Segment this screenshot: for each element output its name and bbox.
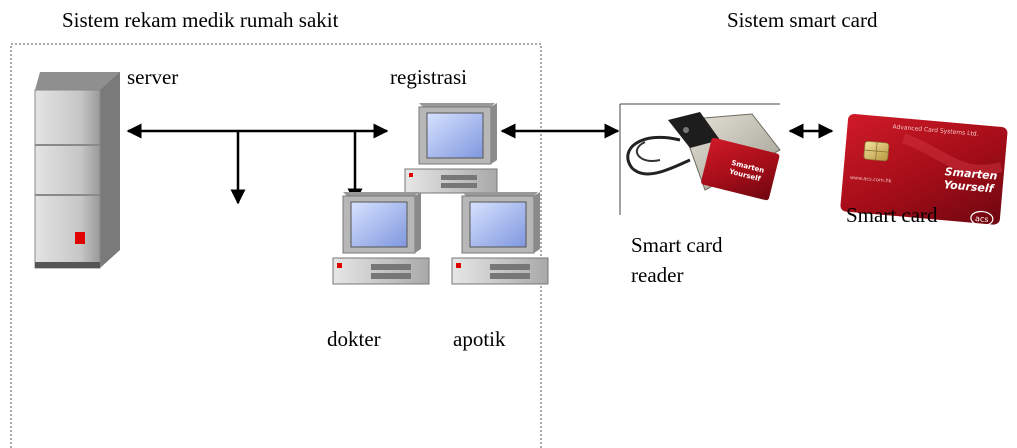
reader-label-line2: reader (631, 263, 684, 287)
card-slogan-line2: Yourself (943, 178, 995, 195)
apotik-computer-icon (451, 192, 549, 285)
reader-label-line1: Smart card (631, 233, 723, 257)
smart-card-icon: Advanced Card Systems Ltd. Smarten Yours… (840, 114, 1008, 227)
card-logo-text: acs (975, 214, 989, 224)
server-icon (34, 72, 120, 269)
dokter-label: dokter (327, 327, 381, 351)
card-slogan-line1: Smarten (944, 165, 998, 183)
smart-card-reader-icon: Smarten Yourself (619, 103, 781, 215)
registrasi-label: registrasi (390, 65, 467, 89)
hospital-system-title: Sistem rekam medik rumah sakit (62, 8, 339, 32)
dokter-computer-icon (332, 192, 430, 285)
smart-card-label: Smart card (846, 203, 938, 227)
registrasi-computer-icon (404, 103, 498, 194)
apotik-label: apotik (453, 327, 506, 351)
hospital-system-boundary (10, 43, 542, 448)
smartcard-system-title: Sistem smart card (727, 8, 878, 32)
server-label: server (127, 65, 179, 89)
card-url-text: www.acs.com.hk (850, 175, 892, 185)
network-connections (126, 123, 834, 205)
